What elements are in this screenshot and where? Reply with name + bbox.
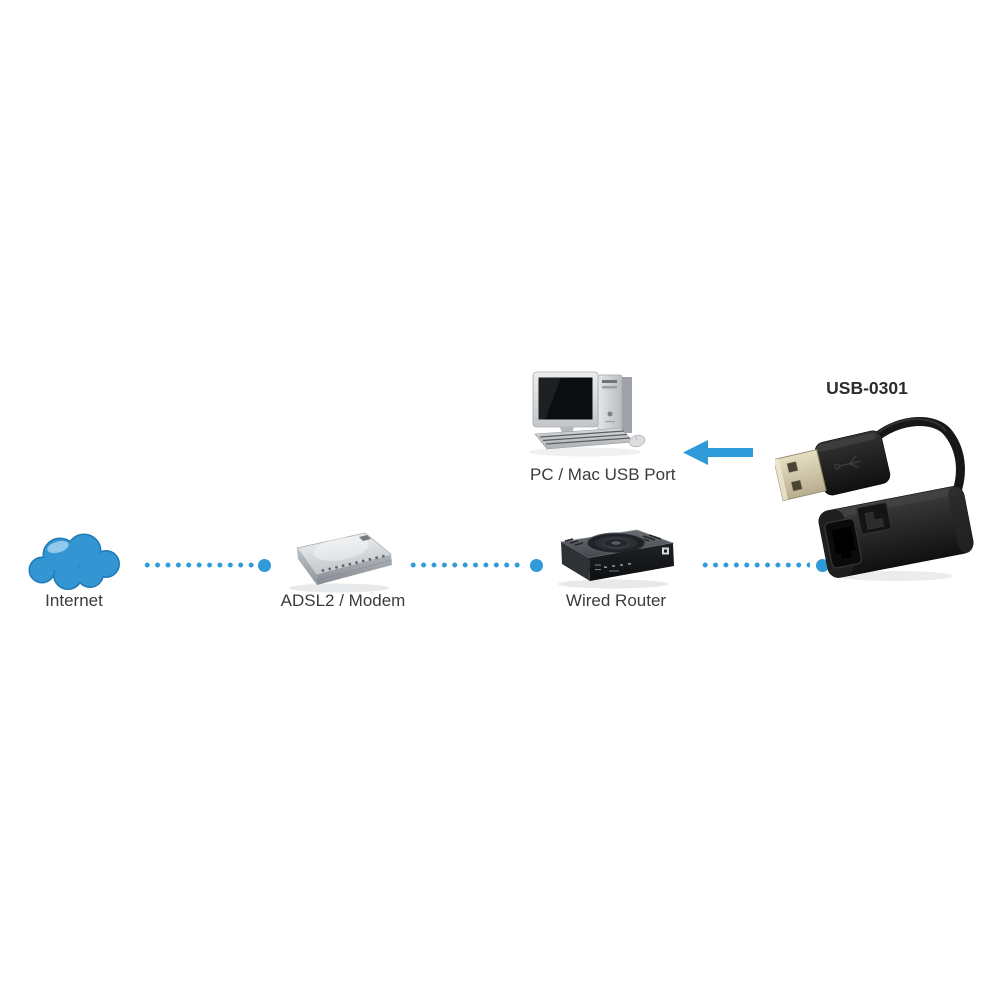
adapter-logo — [856, 502, 892, 535]
cloud-icon — [28, 533, 120, 590]
adapter-body — [818, 485, 974, 578]
rj45-port — [824, 518, 863, 569]
pc-mouse — [628, 434, 646, 448]
adapter-cable — [862, 417, 965, 499]
router-icon — [558, 529, 675, 589]
pc-monitor — [532, 371, 599, 442]
modem-led-row — [321, 554, 385, 572]
desktop-computer-icon — [529, 371, 646, 457]
dotted-connector-modem-router — [408, 562, 520, 568]
connector-end-dot — [258, 559, 271, 572]
adapter-model-label: USB-0301 — [826, 378, 908, 398]
dotted-connector-internet-modem — [142, 562, 254, 568]
usb-plug — [775, 430, 891, 502]
modem-label: ADSL2 / Modem — [280, 591, 406, 610]
usb-ethernet-adapter-icon — [775, 417, 974, 581]
pc-tower — [597, 374, 632, 434]
pc-keyboard — [534, 427, 634, 450]
modem-logo — [359, 535, 371, 541]
left-arrow-icon — [683, 440, 753, 465]
modem-icon — [289, 532, 393, 593]
router-label: Wired Router — [565, 591, 667, 610]
internet-label: Internet — [45, 591, 103, 610]
connector-end-dot — [816, 559, 829, 572]
router-fan — [586, 532, 646, 554]
router-front-indicators — [595, 563, 631, 572]
usb-trident-emboss — [834, 455, 861, 470]
pc-label: PC / Mac USB Port — [530, 465, 676, 484]
dotted-connector-router-adapter — [700, 562, 810, 568]
connector-end-dot — [530, 559, 543, 572]
